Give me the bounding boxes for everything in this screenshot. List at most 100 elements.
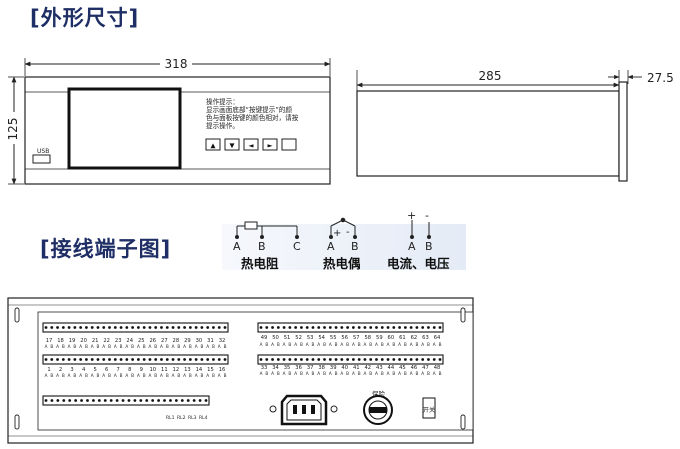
left-lower-terminal-strip-pin: [171, 358, 175, 361]
usb-port: [32, 154, 51, 164]
left-upper-terminal-strip-pin: [200, 326, 204, 329]
left-upper-ab-label: B: [212, 344, 215, 349]
relay-terminal-strip-pin: [50, 399, 54, 402]
left-upper-terminal-strip-pin: [136, 326, 140, 329]
left-lower-terminal-strip: [42, 354, 229, 365]
right-upper-terminal-strip-pin: [317, 326, 321, 329]
left-lower-terminal-strip-pin: [160, 358, 163, 361]
right-upper-terminal-number: 59: [376, 335, 383, 341]
right-upper-terminal-number: 63: [422, 335, 429, 341]
left-upper-ab-label: A: [114, 344, 117, 349]
dimensions-heading: [外形尺寸]: [30, 6, 140, 30]
left-lower-terminal-strip-pin: [79, 358, 83, 361]
right-lower-ab-label: A: [340, 371, 343, 376]
left-lower-ab-label: A: [218, 373, 221, 378]
left-lower-terminal-strip-pin: [131, 358, 135, 361]
right-upper-terminal-strip-pin: [346, 326, 350, 329]
relay-terminal-strip-pin: [127, 399, 131, 402]
left-lower-terminal-strip-pin: [165, 358, 169, 361]
right-upper-ab-label: B: [358, 342, 361, 347]
right-lower-terminal-number: 38: [318, 365, 325, 371]
right-lower-terminal-strip-pin: [346, 358, 350, 361]
right-lower-ab-label: B: [358, 371, 361, 376]
rtd-caption: 热电阻: [241, 256, 279, 271]
front-view: 318 125 USB 操作提示： 显示画面底部“按键提示”的颜 色与面板按键的…: [4, 56, 331, 185]
relay-terminal-strip-pin: [145, 399, 149, 402]
left-upper-terminal-strip-pin: [142, 326, 146, 329]
left-lower-ab-label: B: [62, 373, 65, 378]
right-lower-terminal-number: 45: [399, 365, 406, 371]
left-lower-terminal-strip-pin: [61, 358, 65, 361]
tc-caption: 热电偶: [323, 256, 361, 271]
left-upper-terminal-strip-pin: [44, 326, 48, 329]
left-lower-ab-label: A: [68, 373, 71, 378]
left-lower-ab-label: B: [120, 373, 123, 378]
left-lower-terminal-strip-pin: [217, 358, 221, 361]
right-lower-terminal-number: 34: [272, 365, 279, 371]
right-upper-ab-label: A: [294, 342, 297, 347]
mounting-slot-bottom-right: [460, 414, 466, 430]
left-upper-terminal-strip-pin: [50, 326, 54, 329]
relay-terminal-strip-pin: [56, 399, 60, 402]
fuse-label: 保险: [372, 389, 386, 398]
right-upper-terminal-number: 58: [364, 335, 371, 341]
left-lower-ab-label: A: [125, 373, 128, 378]
legend-background-band: [222, 224, 466, 270]
left-lower-terminal-strip-pin: [206, 358, 210, 361]
right-upper-ab-label: A: [387, 342, 390, 347]
relay-terminal-strip-pin: [157, 399, 160, 402]
left-lower-terminal-number: 16: [219, 367, 226, 373]
left-lower-ab-label: B: [189, 373, 192, 378]
left-lower-ab-label: A: [45, 373, 48, 378]
left-lower-terminal-strip-pin: [50, 358, 54, 361]
right-upper-ab-label: A: [271, 342, 274, 347]
relay-terminal-strip-pin: [163, 399, 166, 402]
side-view: 285 27.5: [356, 68, 674, 182]
left-lower-ab-label: B: [73, 373, 76, 378]
left-lower-terminal-strip-pin: [142, 358, 146, 361]
left-upper-ab-label: A: [45, 344, 48, 349]
right-upper-ab-label: A: [410, 342, 413, 347]
left-lower-terminal-strip-pin: [90, 358, 94, 361]
left-upper-ab-label: B: [200, 344, 203, 349]
right-lower-terminal-number: 36: [295, 365, 302, 371]
right-upper-ab-label: B: [381, 342, 384, 347]
left-upper-terminal-strip-pin: [131, 326, 135, 329]
left-upper-ab-label: B: [143, 344, 146, 349]
right-lower-ab-label: A: [283, 371, 286, 376]
left-upper-terminal-strip-pin: [171, 326, 175, 329]
right-upper-terminal-strip-pin: [351, 326, 355, 329]
side-depth-value: 285: [479, 69, 502, 83]
wiring-heading: [接线端子图]: [40, 237, 172, 261]
relay-terminal-strip-pin: [192, 399, 196, 402]
right-lower-terminal-strip-pin: [323, 358, 326, 361]
right-lower-ab-label: A: [294, 371, 297, 376]
right-upper-terminal-strip-pin: [305, 326, 309, 329]
right-upper-ab-label: B: [415, 342, 418, 347]
left-upper-terminal-number: 27: [161, 338, 168, 344]
left-lower-ab-label: B: [166, 373, 169, 378]
fuse-holder: [363, 395, 393, 425]
left-lower-terminal-number: 5: [93, 367, 96, 373]
left-upper-terminal-strip-pin: [79, 326, 83, 329]
left-upper-terminal-strip-pin: [160, 326, 163, 329]
right-upper-ab-label: B: [265, 342, 268, 347]
right-lower-terminal-strip-pin: [305, 358, 309, 361]
left-upper-terminal-strip-pin: [183, 326, 186, 329]
left-upper-ab-label: A: [206, 344, 209, 349]
right-lower-ab-label: A: [317, 371, 320, 376]
right-lower-ab-label: A: [260, 371, 263, 376]
right-lower-ab-label: B: [381, 371, 384, 376]
left-upper-terminal-strip-pin: [194, 326, 198, 329]
right-lower-terminal-strip-pin: [375, 358, 378, 361]
right-upper-terminal-strip-pin: [300, 326, 303, 329]
right-upper-ab-label: B: [404, 342, 407, 347]
right-lower-terminal-strip-pin: [386, 358, 390, 361]
right-lower-terminal-strip-pin: [357, 358, 361, 361]
left-upper-terminal-number: 18: [57, 338, 64, 344]
right-lower-terminal-strip-pin: [427, 358, 430, 361]
left-lower-terminal-number: 14: [196, 367, 203, 373]
left-upper-terminal-number: 30: [196, 338, 203, 344]
left-upper-ab-label: A: [91, 344, 94, 349]
left-upper-ab-label: A: [125, 344, 128, 349]
